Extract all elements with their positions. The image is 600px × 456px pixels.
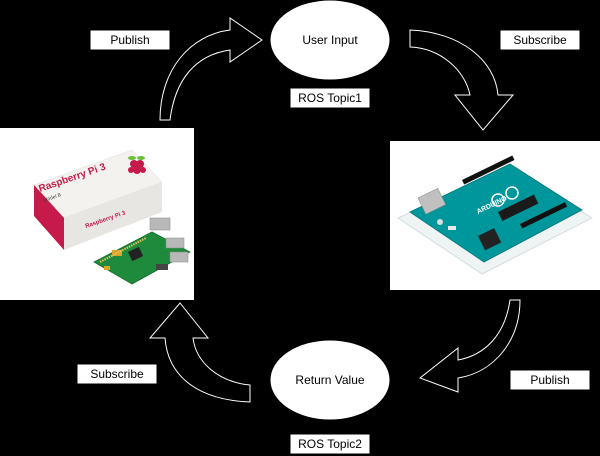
- label-ros-topic2: ROS Topic2: [289, 433, 371, 455]
- raspberry-logo-icon: [128, 156, 146, 174]
- label-publish-bottom: Publish: [509, 369, 591, 391]
- label-box: [499, 29, 581, 51]
- label-text: Subscribe: [513, 33, 567, 47]
- label-ros-topic1: ROS Topic1: [289, 87, 371, 109]
- label-box: [89, 29, 171, 51]
- raspberry-pi-box-subtitle: Model B: [43, 192, 63, 204]
- arduino-logo-icon: [491, 186, 519, 207]
- label-text: ROS Topic1: [298, 91, 362, 105]
- label-text: ROS Topic2: [298, 437, 362, 451]
- return-value-label: Return Value: [295, 373, 364, 387]
- arrow-publish-top: [159, 17, 263, 121]
- label-subscribe-top: Subscribe: [499, 29, 581, 51]
- arduino-board: ARDUINO: [409, 155, 583, 263]
- node-user-input: User Input: [269, 0, 391, 81]
- label-publish-top: Publish: [89, 29, 171, 51]
- label-box: [289, 433, 371, 455]
- raspberry-pi-board: [93, 217, 191, 285]
- label-box: [76, 363, 158, 385]
- label-subscribe-bottom: Subscribe: [76, 363, 158, 385]
- label-box: [509, 369, 591, 391]
- box-badge-icon: [40, 215, 51, 226]
- arrow-publish-bottom: [418, 299, 521, 393]
- arrow-subscribe-bottom: [148, 302, 251, 403]
- label-text: Publish: [110, 33, 149, 47]
- arduino-image: ARDUINO: [390, 141, 600, 290]
- user-input-ellipse: [269, 0, 391, 81]
- raspberry-pi-image: Raspberry Pi 3 Model B Raspberry Pi 3: [0, 128, 194, 300]
- label-text: Publish: [530, 373, 569, 387]
- label-box: [289, 87, 371, 109]
- label-text: Subscribe: [90, 367, 144, 381]
- arrow-subscribe-top: [409, 29, 515, 131]
- node-return-value: Return Value: [269, 339, 391, 421]
- return-value-ellipse: [269, 339, 391, 421]
- user-input-label: User Input: [302, 33, 358, 47]
